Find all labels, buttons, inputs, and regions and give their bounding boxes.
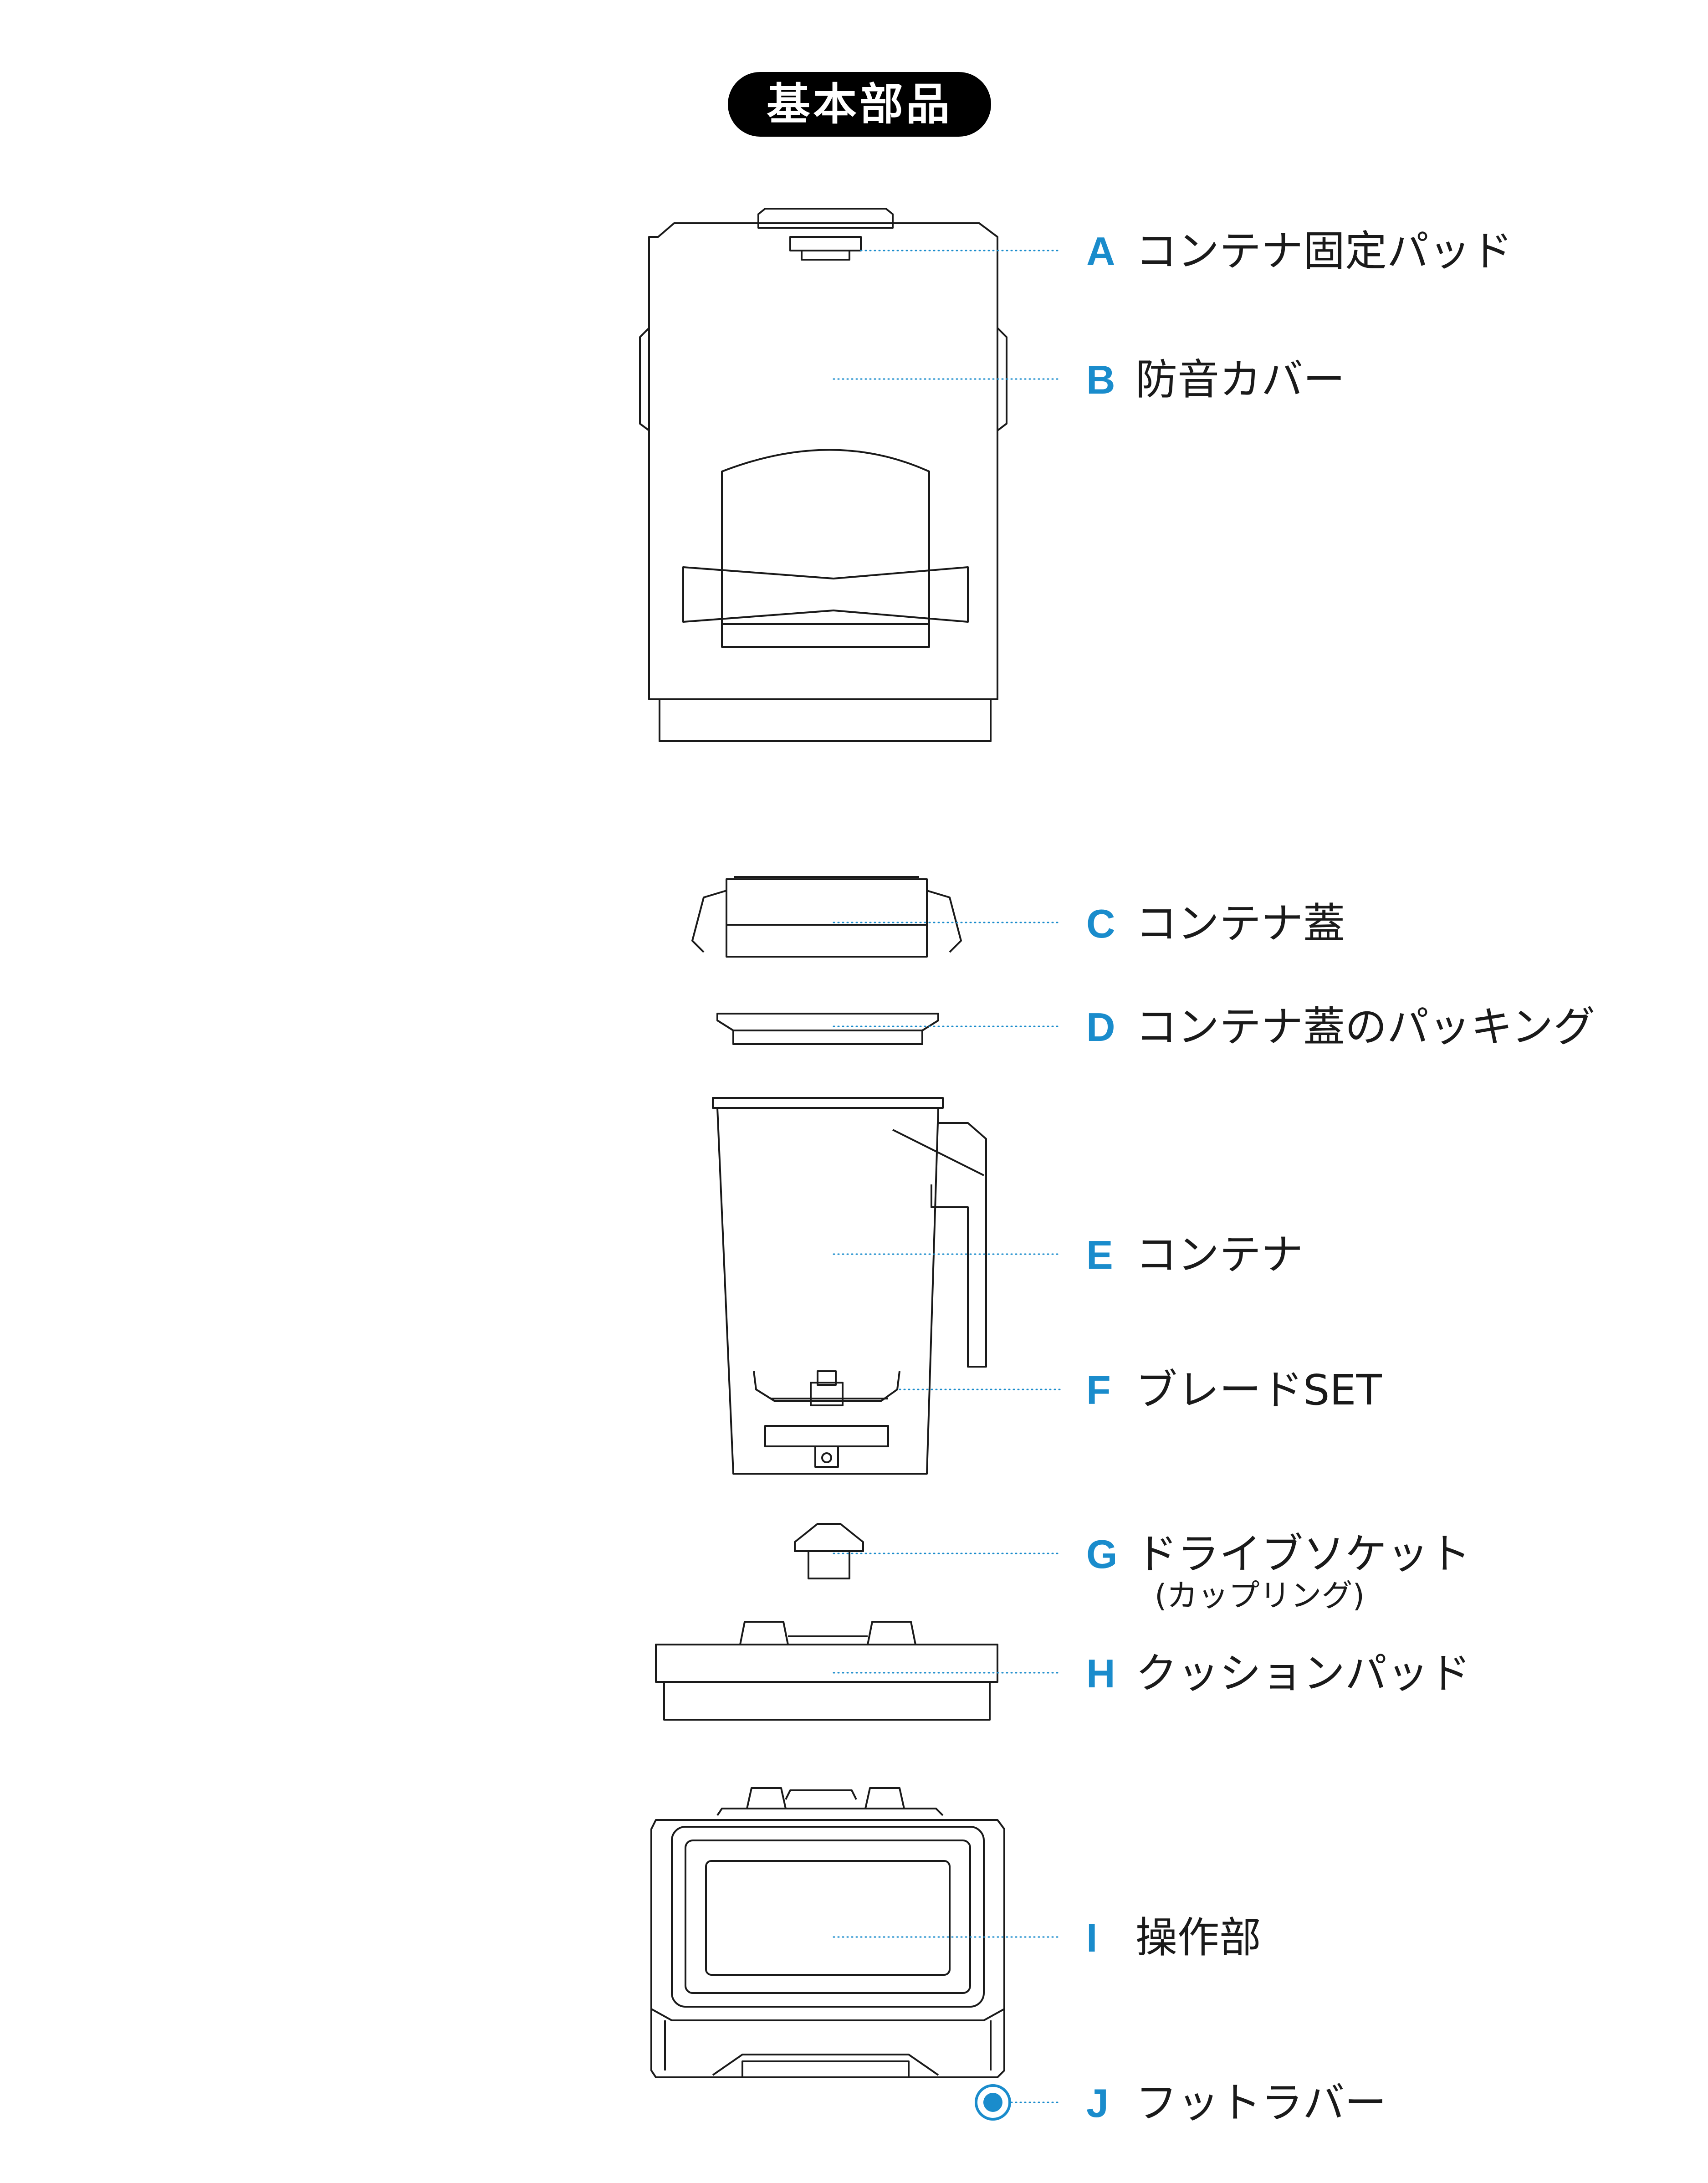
- part-letter: C: [1086, 901, 1115, 946]
- lid-packing-illustration: [716, 1013, 939, 1045]
- part-letter: G: [1086, 1532, 1118, 1577]
- drive-socket-illustration: [794, 1523, 864, 1579]
- part-name: フットラバー: [1135, 2079, 1387, 2127]
- part-letter: E: [1086, 1232, 1113, 1277]
- part-subname: (カップリング): [1155, 1578, 1365, 1614]
- part-letter: A: [1086, 229, 1115, 274]
- foot-rubber-marker: [975, 2084, 1011, 2121]
- part-name: コンテナ蓋: [1135, 899, 1345, 948]
- part-letter: I: [1086, 1915, 1098, 1960]
- part-letter: B: [1086, 357, 1115, 402]
- leader-lines: [833, 250, 1062, 2103]
- part-name: 防音カバー: [1135, 355, 1345, 404]
- part-name: ブレードSET: [1135, 1366, 1382, 1414]
- part-name: 操作部: [1135, 1913, 1262, 1962]
- part-letter: H: [1086, 1651, 1115, 1696]
- part-name: クッションパッド: [1135, 1649, 1471, 1698]
- holding-pad-illustration: [757, 208, 894, 261]
- cushion-pad-illustration: [655, 1621, 998, 1721]
- base-illustration: [650, 1787, 1005, 2078]
- part-name: コンテナ固定パッド: [1135, 227, 1513, 276]
- sound-cover-illustration: [639, 222, 1007, 742]
- container-illustration: [712, 1097, 987, 1475]
- part-letter: F: [1086, 1368, 1111, 1413]
- part-name: コンテナ蓋のパッキング: [1135, 1003, 1595, 1051]
- part-letter: D: [1086, 1004, 1115, 1050]
- blade-set-illustration: [753, 1370, 900, 1468]
- part-letter: J: [1086, 2081, 1109, 2126]
- section-title-badge: 基本部品: [728, 72, 991, 137]
- container-lid-illustration: [691, 876, 962, 958]
- part-name: コンテナ: [1135, 1230, 1304, 1279]
- part-name: ドライブソケット: [1135, 1530, 1471, 1578]
